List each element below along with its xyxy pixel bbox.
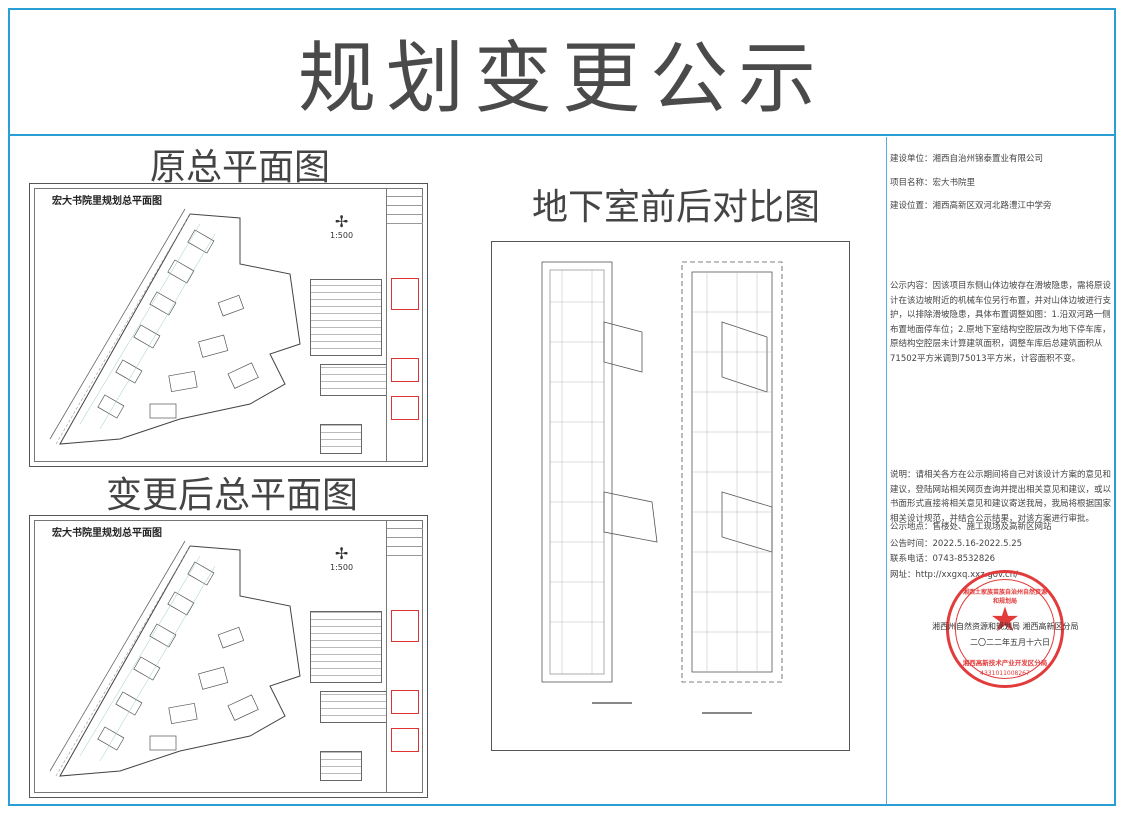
north-arrow: ✢ 1:500 — [330, 212, 353, 240]
north-arrow: ✢ 1:500 — [330, 544, 353, 572]
info-divider — [886, 137, 887, 805]
data-table — [310, 279, 382, 356]
seal-number: 4331011008267 — [980, 670, 1030, 677]
notes-table — [320, 364, 387, 396]
site-plan-drawing — [49, 208, 301, 445]
explanation-text: 说明：请相关各方在公示期间将自己对该设计方案的意见和建议，登陆网站相关网页查询并… — [890, 470, 1112, 524]
basement-plans — [541, 261, 783, 714]
issuing-authority: 湘西州自然资源和规划局 湘西高新区分局 — [932, 622, 1079, 631]
notice-content: 公示内容：因该项目东侧山体边坡存在滑坡隐患，需将原设计在该边坡附近的机械车位另行… — [890, 281, 1112, 364]
official-seal: 湘西土家族苗族自治州自然资源和规划局 ★ 湘西高新技术产业开发区分局 43310… — [946, 570, 1064, 688]
seal-top-text: 湘西土家族苗族自治州自然资源和规划局 — [963, 589, 1048, 605]
unit-value: 湘西自治州锦泰置业有限公司 — [932, 154, 1044, 164]
info-location: 建设位置：湘西高新区双河北路澧江中学旁 — [890, 199, 1052, 213]
project-value: 宏大书院里 — [932, 178, 976, 188]
legend-table — [320, 424, 362, 454]
issue-date: 二〇二二年五月十六日 — [970, 638, 1050, 647]
notice-place: 公示地点：售楼处、施工现场及高新区网站 — [890, 522, 1052, 532]
notice-time: 公告时间：2022.5.16-2022.5.25 — [890, 539, 1023, 549]
title-block — [386, 520, 423, 793]
changed-site-plan: 宏大书院里规划总平面图 ✢ 1:500 — [29, 515, 428, 798]
sheet-title: 宏大书院里规划总平面图 — [52, 528, 162, 539]
page-title: 规划变更公示 — [297, 34, 826, 124]
basement-compare-heading: 地下室前后对比图 — [532, 187, 821, 228]
scale-label: 1:500 — [330, 563, 354, 572]
info-construction-unit: 建设单位：湘西自治州锦泰置业有限公司 — [890, 152, 1043, 166]
unit-label: 建设单位： — [890, 154, 933, 164]
original-site-plan: 宏大书院里规划总平面图 ✢ 1:500 — [29, 183, 428, 467]
scale-label: 1:500 — [330, 231, 354, 240]
website: 网址：http://xxgxq.xxz.gov.cn/ — [890, 570, 1018, 580]
location-label: 建设位置： — [890, 201, 933, 211]
seal-star-icon: ★ — [989, 600, 1021, 641]
title-block — [386, 188, 423, 462]
seal-bottom-text: 湘西高新技术产业开发区分局 — [962, 659, 1048, 667]
original-plan-heading: 原总平面图 — [150, 147, 331, 188]
north-arrow-icon: ✢ — [334, 544, 349, 563]
site-plan-drawing — [49, 540, 301, 777]
project-label: 项目名称： — [890, 178, 933, 188]
title-band: 规划变更公示 — [10, 10, 1114, 136]
north-arrow-icon: ✢ — [334, 212, 349, 231]
legend-table — [320, 751, 362, 781]
location-value: 湘西高新区双河北路澧江中学旁 — [932, 201, 1052, 211]
basement-comparison-drawing — [491, 241, 850, 751]
notes-table — [320, 691, 387, 723]
data-table — [310, 611, 382, 683]
notice-board-frame — [8, 8, 1116, 806]
changed-plan-heading: 变更后总平面图 — [106, 475, 359, 516]
info-project-name: 项目名称：宏大书院里 — [890, 176, 975, 190]
sheet-title: 宏大书院里规划总平面图 — [52, 196, 162, 207]
contact-phone: 联系电话：0743-8532826 — [890, 554, 996, 564]
